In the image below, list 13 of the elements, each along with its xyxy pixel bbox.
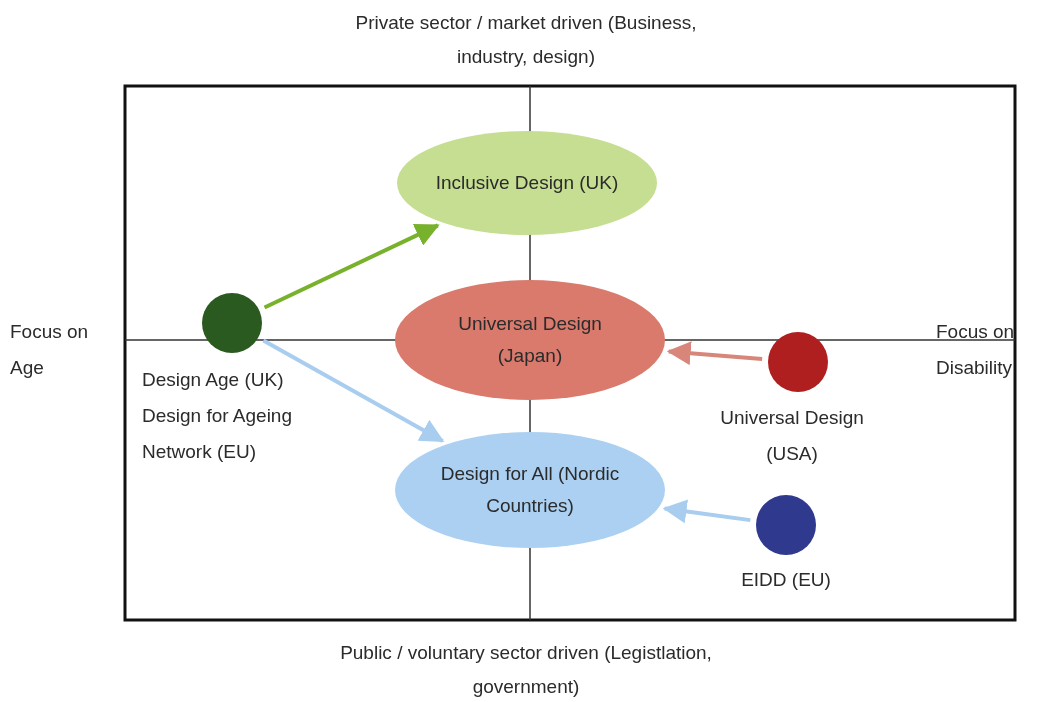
axis-title: Public / voluntary sector driven (Legistlation, government) <box>339 641 713 699</box>
arrow <box>666 341 763 366</box>
arrow <box>662 499 751 524</box>
axis-label: Focus on Disability <box>936 320 1016 380</box>
node-caption: Design Age (UK) Design for Ageing Network (EU) <box>142 368 293 464</box>
axis-label: Focus on Age <box>10 320 90 380</box>
arrow <box>263 223 440 310</box>
axis-title: Private sector / market driven (Business, industry, design) <box>354 11 698 69</box>
node-label: Universal Design (Japan) <box>457 312 603 368</box>
node-caption: Universal Design (USA) <box>719 406 865 466</box>
node-caption: EIDD (EU) <box>740 568 832 592</box>
node-label: Inclusive Design (UK) <box>435 171 619 195</box>
node-label: Design for All (Nordic Countries) <box>439 462 621 518</box>
